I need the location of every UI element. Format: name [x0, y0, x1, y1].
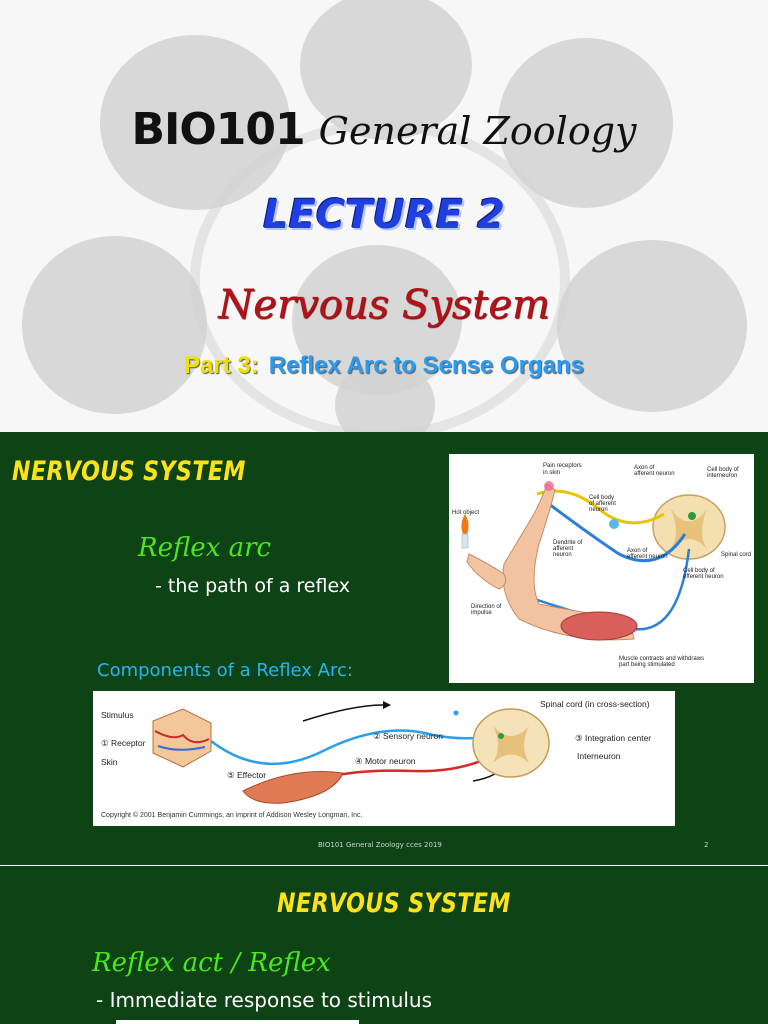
- vein-shape: [157, 745, 206, 751]
- lecture-topic: Nervous System: [218, 282, 550, 328]
- label-axon-efferent-2: efferent neuron: [627, 554, 668, 560]
- pain-receptor-dot: [544, 481, 554, 491]
- label-effector: ⑤ Effector: [227, 770, 266, 780]
- sensory-cell-body: [453, 710, 459, 716]
- label-spinal-cord: Spinal cord: [721, 552, 751, 558]
- interneuron-cell-body: [688, 512, 696, 520]
- label-motor-neuron: ④ Motor neuron: [355, 756, 416, 766]
- reflex-arc-components-figure: Stimulus ① Receptor Skin ⑤ Effector ② Se…: [93, 691, 675, 826]
- reflex-arc-components-illustration: Stimulus ① Receptor Skin ⑤ Effector ② Se…: [101, 699, 651, 819]
- slide-footer: BIO101 General Zoology cces 2019: [318, 841, 442, 849]
- withdrawal-reflex-illustration: Pain receptors in skin Axon of afferent …: [452, 463, 751, 668]
- course-name: General Zoology: [318, 109, 637, 153]
- effector-muscle-shape: [242, 771, 344, 804]
- reflex-act-slide: NERVOUS SYSTEM Reflex act / Reflex - Imm…: [0, 866, 768, 1024]
- withdrawal-reflex-figure: Pain receptors in skin Axon of afferent …: [449, 454, 754, 683]
- afferent-cell-body: [609, 519, 619, 529]
- label-cell-body-afferent-3: neuron: [589, 507, 608, 513]
- term-definition: - Immediate response to stimulus: [96, 988, 433, 1012]
- label-spinal-cord: Spinal cord (in cross-section): [540, 699, 650, 709]
- arm-shape: [502, 483, 635, 641]
- nose-decoration: [498, 38, 673, 208]
- label-muscle-contracts-2: part being stimulated: [619, 662, 675, 668]
- label-dendrite-afferent-2: afferent: [553, 546, 574, 552]
- label-cell-body-afferent: Cell body: [589, 495, 614, 501]
- image-edge: [116, 1020, 359, 1024]
- head-decoration: [335, 360, 435, 432]
- muscle-shape: [560, 611, 638, 641]
- slide-divider: [0, 865, 768, 866]
- label-hot-object: Hot object: [452, 510, 479, 516]
- label-integration-center: ③ Integration center: [575, 733, 651, 743]
- course-title: BIO101 General Zoology: [0, 104, 768, 155]
- label-cell-body-interneuron-2: interneuron: [707, 473, 737, 479]
- label-direction-impulse: Direction of: [471, 604, 502, 610]
- label-cell-body-efferent: Cell body of: [683, 568, 715, 574]
- course-code: BIO101: [131, 104, 305, 155]
- components-heading: Components of a Reflex Arc:: [97, 660, 353, 681]
- label-interneuron: Interneuron: [577, 751, 621, 761]
- label-axon-efferent: Axon of: [627, 548, 648, 554]
- hand-shape: [466, 553, 507, 590]
- label-stimulus: Stimulus: [101, 710, 134, 720]
- label-skin: Skin: [101, 757, 118, 767]
- ear-decoration: [557, 240, 747, 412]
- part-title: Reflex Arc to Sense Organs: [268, 352, 584, 379]
- label-axon-afferent: Axon of: [634, 465, 655, 471]
- efferent-neuron-path: [548, 502, 687, 563]
- term-definition: - the path of a reflex: [155, 575, 351, 597]
- term-reflex-arc: Reflex arc: [138, 533, 272, 563]
- skin-block-shape: [152, 708, 212, 768]
- label-pain-receptors-2: in skin: [543, 470, 560, 476]
- figure-copyright: Copyright © 2001 Benjamin Cummings, an i…: [101, 811, 362, 819]
- label-dendrite-afferent-3: neuron: [553, 552, 572, 558]
- term-reflex-act: Reflex act / Reflex: [92, 948, 331, 978]
- candle-shape: [461, 533, 469, 549]
- motor-neuron-path: [327, 749, 504, 779]
- label-dendrite-afferent: Dendrite of: [553, 540, 583, 546]
- label-muscle-contracts: Muscle contracts and withdraws: [619, 656, 704, 662]
- flame-icon: [461, 514, 469, 534]
- title-slide: BIO101 General Zoology LECTURE 2 Nervous …: [0, 0, 768, 432]
- part-subtitle: Part 3: Reflex Arc to Sense Organs: [0, 352, 768, 380]
- label-cell-body-efferent-2: efferent neuron: [683, 574, 724, 580]
- label-cell-body-afferent-2: of afferent: [589, 501, 616, 507]
- afferent-neuron-path: [536, 489, 665, 525]
- lecture-number: LECTURE 2: [263, 192, 505, 238]
- label-direction-impulse-2: impulse: [471, 610, 492, 616]
- label-cell-body-interneuron: Cell body of: [707, 467, 739, 473]
- label-axon-afferent-2: afferent neuron: [634, 471, 675, 477]
- eye-decoration: [100, 35, 290, 210]
- slide-heading: NERVOUS SYSTEM: [12, 456, 246, 487]
- reflex-arc-slide: NERVOUS SYSTEM Reflex arc - the path of …: [0, 432, 768, 865]
- sensory-direction-arrow: [302, 704, 384, 722]
- interneuron-dot: [498, 733, 504, 739]
- sensory-arrowhead: [383, 701, 391, 709]
- label-pain-receptors: Pain receptors: [543, 463, 582, 469]
- sensory-neuron-path: [210, 729, 494, 766]
- label-sensory-neuron: ② Sensory neuron: [373, 731, 443, 741]
- slide-heading: NERVOUS SYSTEM: [277, 888, 511, 919]
- part-label: Part 3:: [184, 352, 259, 379]
- label-receptor: ① Receptor: [101, 738, 146, 748]
- page-number: 2: [704, 841, 709, 849]
- hand-decoration: [22, 236, 207, 414]
- blood-vessel-shape: [154, 730, 210, 744]
- eye-decoration: [300, 0, 472, 140]
